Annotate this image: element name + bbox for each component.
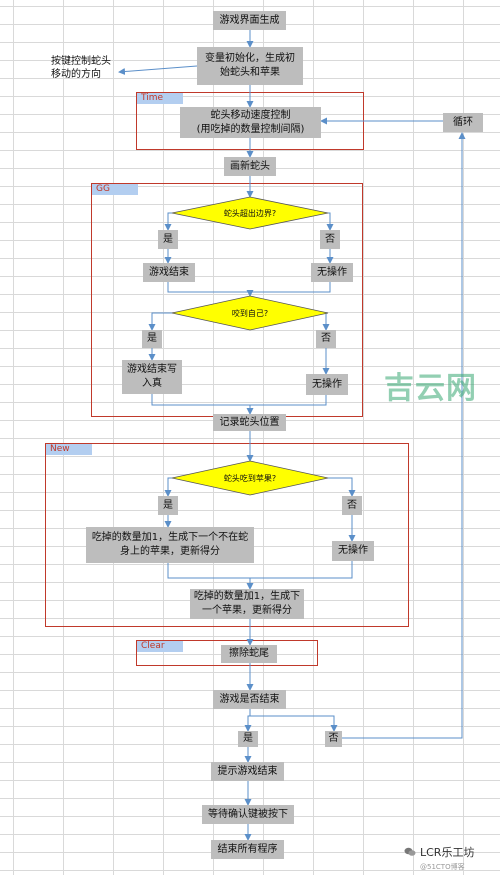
node-start: 游戏界面生成 (213, 11, 286, 30)
arrow-isover-no (250, 715, 338, 732)
decision-text-eat-apple: 蛇头吃到苹果? (223, 473, 277, 483)
arrow-d2-no (322, 312, 330, 331)
node-yes2: 是 (142, 330, 162, 348)
node-game-over1: 游戏结束 (143, 263, 195, 282)
time-frame-tag: Time (137, 93, 183, 104)
arrow-d1-yes (164, 212, 172, 231)
node-no2: 否 (316, 330, 336, 348)
arrow-over1-d2 (167, 282, 254, 297)
node-noop1: 无操作 (311, 263, 353, 282)
brand-name: LCR乐工坊 (420, 846, 475, 859)
arrow-noop2-record (250, 395, 327, 406)
node-loop: 循环 (443, 113, 483, 132)
new-frame-tag: New (46, 444, 92, 455)
node-no1: 否 (320, 230, 340, 249)
node-speed: 蛇头移动速度控制 (用吃掉的数量控制间隔) (180, 107, 321, 138)
arrow-d3-no (328, 477, 356, 497)
node-no4: 否 (325, 731, 342, 747)
decision-diamond-eat-apple (171, 460, 329, 496)
brand-label: LCR乐工坊 (404, 844, 474, 860)
decision-text-out-of-bounds: 蛇头超出边界? (223, 208, 277, 218)
node-record-pos: 记录蛇头位置 (213, 414, 286, 431)
node-is-over: 游戏是否结束 (213, 690, 286, 709)
arrow-init-direction (118, 65, 198, 76)
arrow-over2-record (151, 394, 254, 415)
brand-sub: @51CTO博客 (420, 863, 465, 871)
node-direction: 按键控制蛇头 移动的方向 (51, 56, 111, 80)
watermark-text: 吉云网 (384, 371, 477, 406)
new-frame: New (45, 443, 409, 627)
clear-frame: Clear (136, 640, 318, 666)
gg-frame-tag: GG (92, 184, 138, 195)
decision-diamond-out-of-bounds (171, 196, 329, 230)
node-wait-key: 等待确认键被按下 (202, 805, 294, 824)
arrow-noop3-count (250, 561, 353, 579)
node-yes4: 是 (238, 731, 258, 747)
node-noop3: 无操作 (332, 541, 374, 561)
node-draw-head: 画新蛇头 (224, 157, 276, 176)
node-yes1: 是 (158, 230, 178, 249)
arrow-d3-yes (164, 477, 172, 497)
arrow-no4-loop (342, 132, 466, 739)
arrow-noop1-d2 (250, 282, 331, 293)
node-erase-tail: 擦除蛇尾 (221, 645, 277, 663)
node-no3: 否 (342, 496, 362, 515)
arrow-eatnew-count (167, 563, 254, 590)
decision-diamond-bite-self (171, 295, 329, 331)
node-init: 变量初始化，生成初 始蛇头和苹果 (197, 47, 303, 85)
node-noop2: 无操作 (306, 374, 348, 395)
wechat-icon (404, 847, 416, 857)
node-end: 结束所有程序 (211, 840, 284, 859)
node-eat-count: 吃掉的数量加1，生成下 一个苹果，更新得分 (190, 589, 304, 619)
node-eat-new: 吃掉的数量加1，生成下一个不在蛇 身上的苹果，更新得分 (86, 527, 254, 563)
decision-text-bite-self: 咬到自己? (231, 308, 269, 318)
arrow-isover-yes (244, 709, 252, 732)
node-yes3: 是 (158, 496, 178, 515)
clear-frame-tag: Clear (137, 641, 183, 652)
node-show-over: 提示游戏结束 (211, 762, 284, 781)
arrow-d2-yes (148, 312, 172, 331)
arrow-d1-no (326, 212, 334, 231)
node-game-over-true: 游戏结束写 入真 (122, 360, 182, 394)
